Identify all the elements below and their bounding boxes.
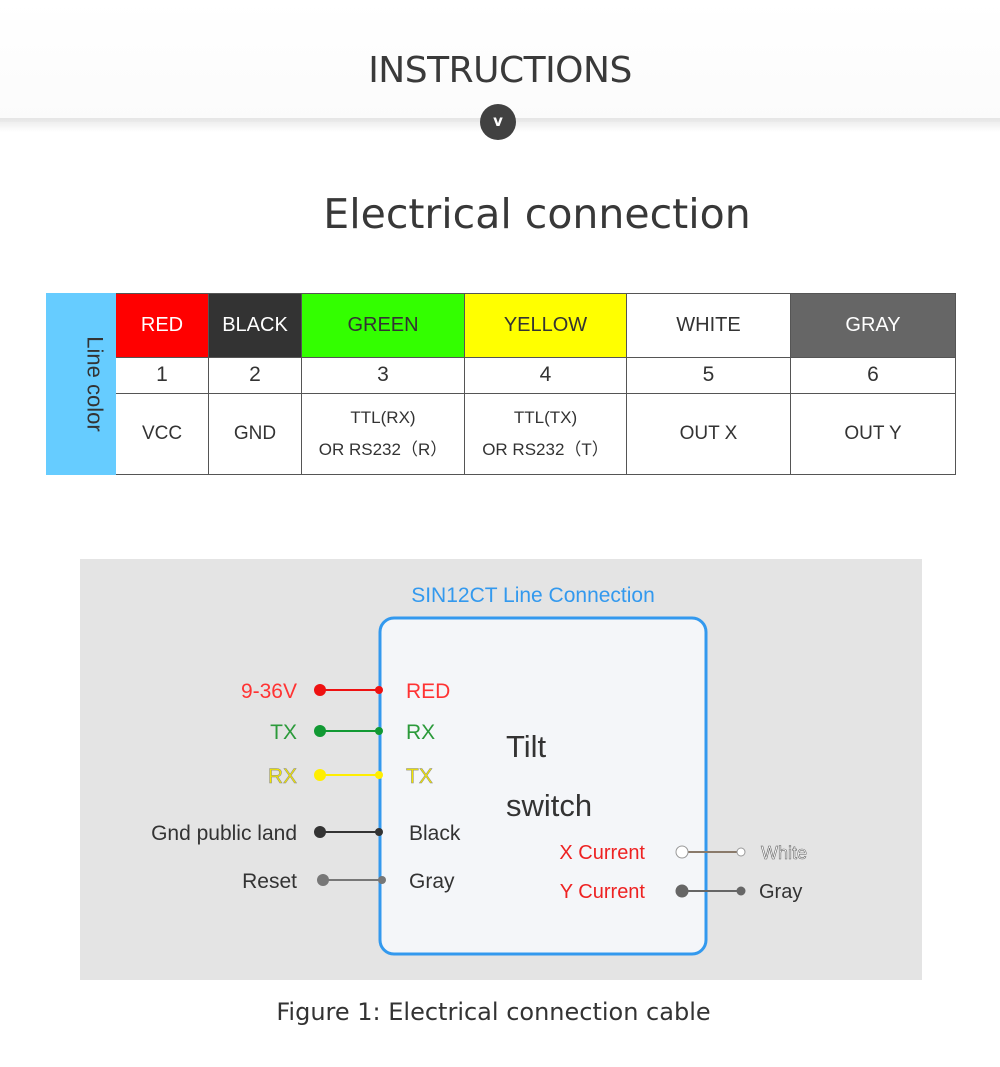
pin-function-5: OUT X (626, 392, 791, 476)
color-cell-white: WHITE (626, 292, 791, 359)
terminal-dot-white (736, 847, 746, 857)
instructions-header (0, 0, 1000, 122)
external-label-white-x: White (761, 843, 807, 863)
pin-function-2: GND (208, 392, 302, 476)
line-color-label-cell: Line color (46, 293, 116, 475)
pin-number-2: 2 (208, 357, 302, 394)
tilt-switch-box (378, 616, 708, 956)
color-cell-red: RED (115, 292, 209, 359)
internal-label-red: RED (406, 680, 450, 703)
pin-function-4-line2: OR RS232（T） (482, 439, 609, 459)
pin-function-6: OUT Y (790, 392, 956, 476)
header-title: INSTRUCTIONS (368, 50, 632, 91)
pin-number-6: 6 (790, 357, 956, 394)
internal-label-tx: TX (406, 765, 433, 788)
pin-dot-rx (375, 727, 383, 735)
section-title: Electrical connection (323, 190, 751, 238)
terminal-dot-rx (314, 769, 326, 781)
terminal-dot-gray (736, 886, 746, 896)
pin-dot-black (375, 828, 383, 836)
color-cell-gray: GRAY (790, 292, 956, 359)
pin-function-1: VCC (115, 392, 209, 476)
external-label-rx: RX (268, 765, 297, 788)
color-cell-yellow: YELLOW (464, 292, 627, 359)
internal-label-y-current: Y Current (560, 881, 646, 903)
pin-function-3-line2: OR RS232（R） (318, 439, 448, 459)
right-wire-group: X Current White Y Current Gray (559, 842, 807, 903)
internal-label-x-current: X Current (559, 842, 645, 864)
internal-label-rx: RX (406, 721, 435, 744)
diagram-title: SIN12CT Line Connection (411, 584, 655, 607)
color-cell-black: BLACK (208, 292, 302, 359)
external-label-reset: Reset (242, 870, 297, 893)
figure-caption: Figure 1: Electrical connection cable (276, 998, 711, 1026)
device-label-tilt: Tilt (506, 729, 547, 764)
internal-label-gray: Gray (409, 870, 455, 893)
color-cell-green: GREEN (301, 292, 465, 359)
pin-function-3: TTL(RX) OR RS232（R） (301, 392, 465, 476)
pin-function-3-line1: TTL(RX) (350, 407, 416, 427)
pin-dot-tx (375, 771, 383, 779)
terminal-dot-gnd-public-land (314, 826, 326, 838)
external-label-gnd-public-land: Gnd public land (151, 822, 297, 845)
terminal-dot-reset (317, 874, 329, 886)
external-label-9-36v: 9-36V (241, 680, 297, 703)
pin-function-4-line1: TTL(TX) (513, 407, 578, 427)
chevron-down-icon[interactable]: v (480, 104, 516, 140)
pin-dot-gray (378, 876, 386, 884)
internal-label-black: Black (409, 822, 461, 845)
pin-dot-y-current (675, 884, 689, 898)
pin-number-3: 3 (301, 357, 465, 394)
external-label-gray-y: Gray (759, 881, 802, 903)
left-wire-group: 9-36V RED TX RX RX TX Gnd public land BlackRese… (151, 680, 461, 893)
pin-dot-red (375, 686, 383, 694)
external-label-tx: TX (270, 721, 297, 744)
terminal-dot-tx (314, 725, 326, 737)
pin-number-4: 4 (464, 357, 627, 394)
device-label-switch: switch (506, 788, 592, 823)
wire-color-table: Line color RED BLACK GREEN YELLOW WHITE … (46, 292, 956, 476)
pin-number-1: 1 (115, 357, 209, 394)
pin-dot-x-current (675, 845, 689, 859)
terminal-dot-9-36v (314, 684, 326, 696)
